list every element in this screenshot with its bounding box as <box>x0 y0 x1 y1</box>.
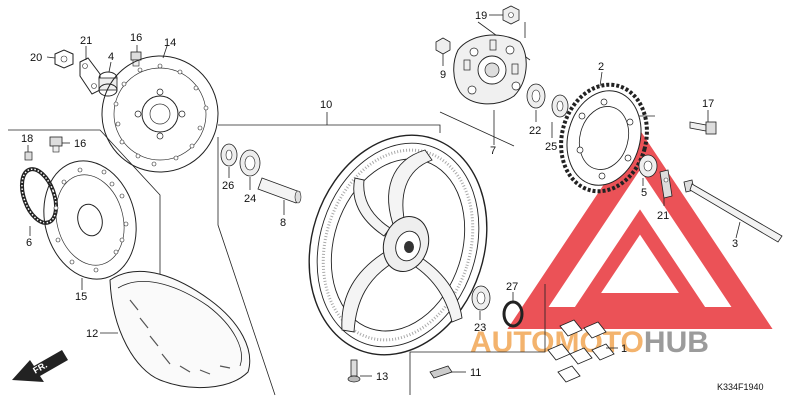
callout-15: 15 <box>75 291 87 303</box>
callout-3: 3 <box>732 238 738 250</box>
part-1-damper-set <box>547 319 618 383</box>
callout-13: 13 <box>376 371 388 383</box>
callout-27: 27 <box>506 281 518 293</box>
callout-1: 1 <box>621 343 627 355</box>
callout-4: 4 <box>108 51 114 63</box>
watermark-logo: AUTOMOTOHUB <box>470 130 773 359</box>
part-14-brake-disc-rear <box>101 45 219 173</box>
callout-5: 5 <box>641 187 647 199</box>
group-outline-left <box>8 129 161 282</box>
part-10-rear-wheel <box>308 112 488 356</box>
callout-7: 7 <box>490 145 496 157</box>
callout-10: 10 <box>320 99 332 111</box>
part-22-bearing <box>526 83 546 122</box>
part-20-nut <box>46 49 74 69</box>
callout-12: 12 <box>86 328 98 340</box>
part-23-bearing <box>471 285 491 320</box>
callout-6: 6 <box>26 237 32 249</box>
callout-11: 11 <box>470 367 481 379</box>
part-21-bracket <box>79 46 101 95</box>
callout-24: 24 <box>244 193 256 205</box>
callout-22: 22 <box>529 125 541 137</box>
callout-20: 20 <box>30 52 42 64</box>
callout-8: 8 <box>280 217 286 229</box>
part-25-dust-seal <box>551 94 569 138</box>
watermark-text-gray: HUB <box>644 326 709 359</box>
callout-16-lower: 16 <box>74 138 86 150</box>
callout-17: 17 <box>702 98 714 110</box>
callout-2: 2 <box>598 61 604 73</box>
part-24-bearing <box>239 149 261 190</box>
part-18-bolt <box>24 145 33 161</box>
part-15-brake-disc <box>43 160 137 290</box>
part-8-distance-collar <box>257 177 302 215</box>
callout-26: 26 <box>222 180 234 192</box>
part-21-adjuster-plate <box>659 169 673 206</box>
part-2-driven-sprocket <box>559 71 649 194</box>
callout-18: 18 <box>21 133 33 145</box>
callout-23: 23 <box>474 322 486 334</box>
part-12-tire <box>100 270 251 389</box>
part-16-bolt-lower <box>49 136 70 153</box>
part-27-o-ring <box>502 292 524 328</box>
callout-21-right: 21 <box>657 210 669 222</box>
part-9-stud <box>435 37 451 66</box>
callout-14: 14 <box>164 37 176 49</box>
part-19-nut <box>489 5 520 25</box>
part-13-valve <box>347 359 372 383</box>
callout-21-top: 21 <box>80 35 92 47</box>
part-11-balance-weight <box>429 365 466 379</box>
diagram-code: K334F1940 <box>717 382 764 392</box>
part-5-collar <box>638 154 658 186</box>
callout-16-top: 16 <box>130 32 142 44</box>
part-7-driven-flange <box>453 34 527 145</box>
front-direction-arrow: FR. <box>12 350 68 382</box>
callout-19: 19 <box>475 10 487 22</box>
part-3-rear-axle <box>683 179 783 243</box>
part-17-bolt <box>689 110 717 135</box>
part-6-pulser-ring <box>19 167 59 236</box>
part-26-dust-seal <box>220 143 238 178</box>
group-outline-center <box>217 111 546 396</box>
callout-25: 25 <box>545 141 557 153</box>
callout-9: 9 <box>440 69 446 81</box>
callout-labels: 1 2 3 4 5 6 7 8 9 10 11 12 13 14 15 16 1… <box>21 10 738 383</box>
